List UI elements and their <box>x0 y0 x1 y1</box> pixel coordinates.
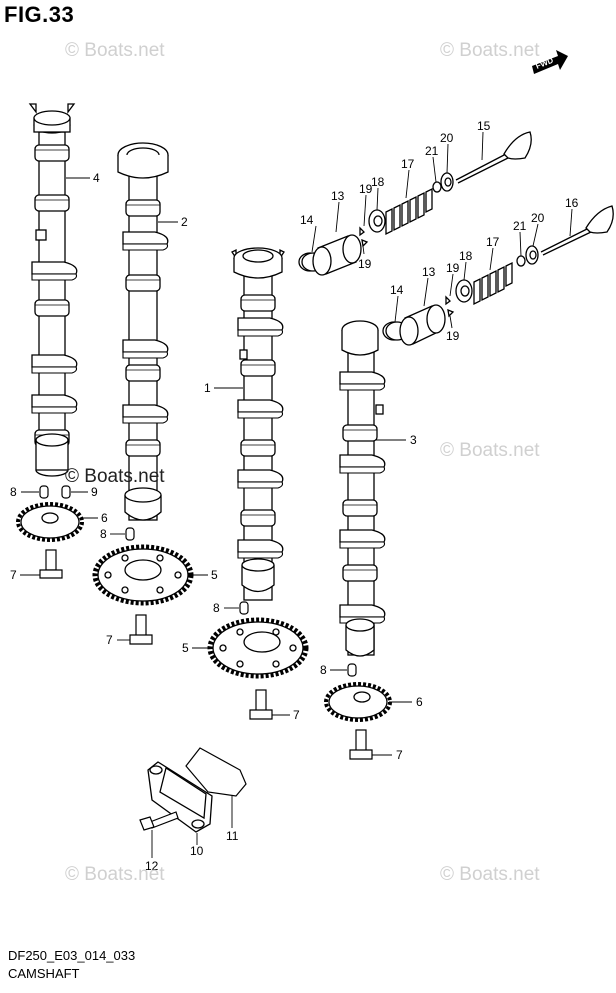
bolt-12 <box>139 811 179 831</box>
callout-7-b: 7 <box>106 633 113 647</box>
watermark-mid-right: © Boats.net <box>440 440 540 461</box>
callout-19-c: 19 <box>446 261 460 275</box>
pin-9 <box>61 485 71 499</box>
callout-3: 3 <box>410 433 417 447</box>
callout-18-a: 18 <box>371 175 385 189</box>
watermark-top-left: © Boats.net <box>65 40 165 61</box>
camshaft-1 <box>231 247 285 601</box>
callout-4: 4 <box>93 171 100 185</box>
fwd-arrow: FWD <box>532 50 568 74</box>
callout-11: 11 <box>226 829 239 843</box>
callout-15: 15 <box>477 119 491 133</box>
watermark-top-right: © Boats.net <box>440 40 540 61</box>
callout-14-a: 14 <box>300 213 314 227</box>
leader-lines <box>20 131 573 858</box>
callout-1: 1 <box>204 381 211 395</box>
watermark-bottom-right: © Boats.net <box>440 864 540 885</box>
valve-assembly-upper <box>298 131 532 276</box>
callout-6-a: 6 <box>101 511 108 525</box>
callout-17-a: 17 <box>401 157 415 171</box>
sprocket-5-right <box>207 617 309 679</box>
callout-7-a: 7 <box>10 568 17 582</box>
pin-8-c <box>239 601 249 615</box>
callout-20-b: 20 <box>531 211 545 225</box>
callout-10: 10 <box>190 844 204 858</box>
callout-19-a: 19 <box>358 257 372 271</box>
camshaft-2 <box>117 142 169 521</box>
callout-13-b: 13 <box>422 265 436 279</box>
sprocket-6-right <box>324 682 392 722</box>
callout-7-c: 7 <box>293 708 300 722</box>
callout-17-b: 17 <box>486 235 500 249</box>
bolt-7-c <box>249 689 273 720</box>
bolt-7-b <box>129 614 153 645</box>
pin-8-a <box>39 485 49 499</box>
callout-numbers: 4 2 1 3 8 9 6 7 8 5 7 8 5 7 8 6 7 10 11 … <box>10 119 579 873</box>
callout-8-b: 8 <box>100 527 107 541</box>
callout-21-a: 21 <box>425 144 439 158</box>
watermark-mid-left: © Boats.net <box>65 466 165 487</box>
valve-assembly-lower <box>382 205 614 346</box>
camshaft-3 <box>339 320 386 657</box>
pin-8-d <box>347 663 357 677</box>
callout-5-a: 5 <box>211 568 218 582</box>
cover-10 <box>147 761 213 833</box>
sprocket-5-left <box>92 544 194 606</box>
callout-21-b: 21 <box>513 219 527 233</box>
callout-12: 12 <box>145 859 159 873</box>
camshaft-4 <box>28 103 78 477</box>
callout-19-d: 19 <box>446 329 460 343</box>
callout-13-a: 13 <box>331 189 345 203</box>
pin-8-b <box>125 527 135 541</box>
callout-20-a: 20 <box>440 131 454 145</box>
callout-8-d: 8 <box>320 663 327 677</box>
callout-16: 16 <box>565 196 579 210</box>
sprocket-6-left <box>16 502 84 542</box>
callout-8-a: 8 <box>10 485 17 499</box>
callout-19-b: 19 <box>359 182 373 196</box>
watermark-bottom-left: © Boats.net <box>65 864 165 885</box>
callout-7-d: 7 <box>396 748 403 762</box>
callout-6-b: 6 <box>416 695 423 709</box>
callout-14-b: 14 <box>390 283 404 297</box>
figure-title: FIG.33 <box>4 2 75 27</box>
callout-18-b: 18 <box>459 249 473 263</box>
bolt-7-a <box>39 549 63 579</box>
figure-caption: CAMSHAFT <box>8 966 80 981</box>
callout-9: 9 <box>91 485 98 499</box>
callout-8-c: 8 <box>213 601 220 615</box>
bolt-7-d <box>349 729 373 760</box>
gasket-11 <box>185 747 247 797</box>
part-code: DF250_E03_014_033 <box>8 948 136 963</box>
callout-2: 2 <box>181 215 188 229</box>
callout-5-b: 5 <box>182 641 189 655</box>
